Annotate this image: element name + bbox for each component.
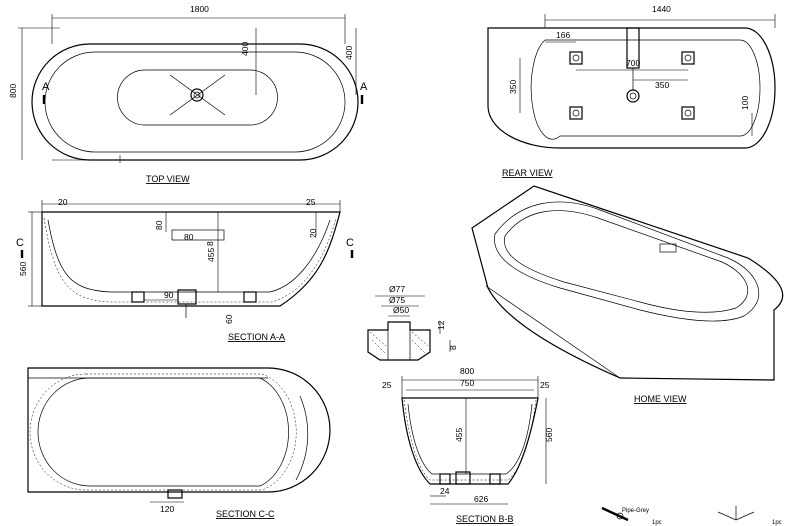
top-view: 1800 800 400 400 A A TOP VIEW [8, 4, 368, 184]
section-b-width: 800 [460, 366, 474, 376]
section-mark-a-right: A [360, 81, 368, 93]
svg-text:166: 166 [556, 30, 570, 40]
section-c-title: SECTION C-C [216, 509, 275, 519]
svg-text:400: 400 [344, 46, 354, 60]
svg-text:Ø77: Ø77 [389, 284, 405, 294]
section-b-title: SECTION B-B [456, 514, 514, 524]
svg-text:Pipe-Grey: Pipe-Grey [622, 508, 649, 514]
svg-text:750: 750 [460, 378, 474, 388]
svg-text:120: 120 [160, 504, 174, 514]
home-view-outline [471, 185, 784, 381]
section-mark-a-left: A [42, 81, 50, 93]
svg-text:560: 560 [544, 428, 554, 442]
svg-text:90: 90 [164, 290, 174, 300]
svg-text:8: 8 [448, 345, 458, 350]
svg-text:100: 100 [740, 96, 750, 110]
svg-text:25: 25 [540, 380, 550, 390]
section-a-title: SECTION A-A [228, 332, 285, 342]
top-length-label: 1800 [190, 4, 209, 14]
top-view-rim [44, 51, 346, 153]
section-b-b: 800 750 25 25 455 560 24 626 SECTION B-B [382, 366, 554, 524]
rear-length-label: 1440 [652, 4, 671, 14]
svg-text:25: 25 [306, 197, 316, 207]
svg-text:25: 25 [382, 380, 392, 390]
home-view-title: HOME VIEW [634, 394, 687, 404]
svg-text:455: 455 [454, 428, 464, 442]
svg-text:20: 20 [308, 228, 318, 238]
svg-text:700: 700 [626, 58, 640, 68]
svg-text:20: 20 [58, 197, 68, 207]
top-width-label: 800 [8, 84, 18, 98]
rear-view: 1440 166 700 350 350 100 REAR VIEW [487, 4, 776, 178]
svg-text:1pc: 1pc [772, 520, 782, 526]
section-mark-c-right: C [346, 237, 354, 249]
svg-text:8: 8 [205, 241, 215, 246]
section-c-outline [27, 367, 331, 493]
svg-text:626: 626 [474, 494, 488, 504]
svg-text:12: 12 [436, 320, 446, 330]
legend: Pipe-Grey 1pc 1pc [601, 506, 782, 526]
waste-detail: Ø77 Ø75 Ø50 12 8 [367, 284, 458, 361]
svg-text:400: 400 [240, 42, 250, 56]
section-a-a: 20 25 80 80 8 455 20 560 90 60 C C SECTI… [16, 197, 354, 342]
drain-icon [190, 88, 204, 102]
svg-text:Ø50: Ø50 [393, 305, 409, 315]
top-view-basin [117, 69, 278, 126]
top-view-outline [31, 43, 359, 161]
home-view: HOME VIEW [471, 185, 784, 404]
svg-text:80: 80 [154, 220, 164, 230]
svg-text:60: 60 [224, 314, 234, 324]
svg-text:80: 80 [184, 232, 194, 242]
svg-text:24: 24 [440, 486, 450, 496]
svg-text:455: 455 [206, 248, 216, 262]
section-a-outline [41, 211, 341, 307]
rear-view-outline [487, 27, 776, 149]
top-view-title: TOP VIEW [146, 174, 190, 184]
svg-text:350: 350 [508, 80, 518, 94]
svg-text:350: 350 [655, 80, 669, 90]
section-c-c: 120 SECTION C-C [27, 367, 331, 519]
section-b-outline [401, 397, 539, 485]
svg-text:1pc: 1pc [652, 520, 662, 526]
section-mark-c-left: C [16, 237, 24, 249]
svg-text:Ø75: Ø75 [389, 295, 405, 305]
svg-text:560: 560 [18, 262, 28, 276]
rear-view-title: REAR VIEW [502, 168, 553, 178]
